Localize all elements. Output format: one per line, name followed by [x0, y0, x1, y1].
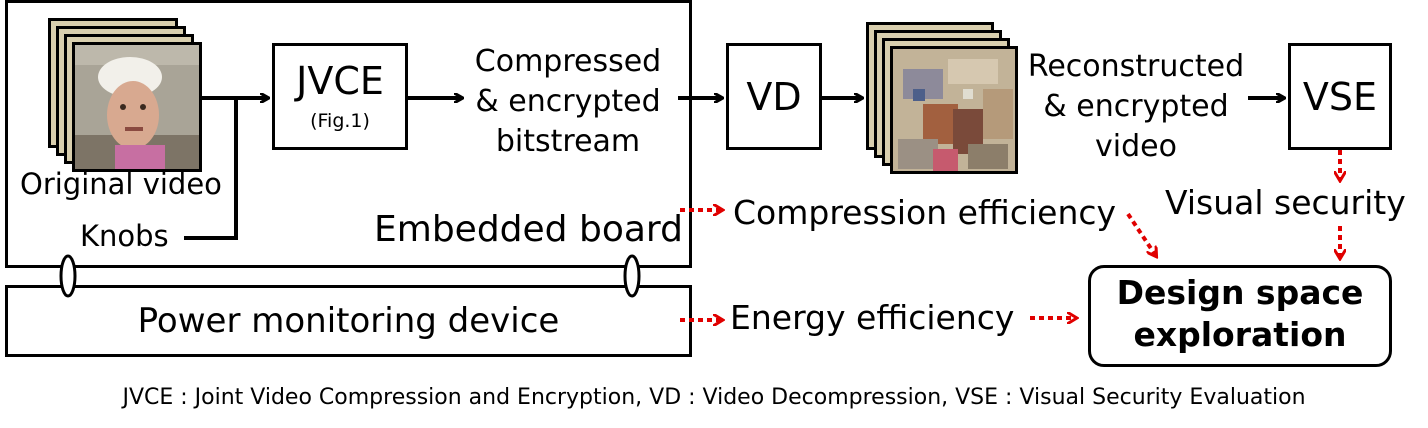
compression-efficiency-label: Compression efficiency	[733, 193, 1117, 232]
cable-oval-left	[59, 254, 77, 298]
cable-oval-right	[623, 254, 641, 298]
energy-efficiency-label: Energy efficiency	[730, 298, 1015, 337]
reconstructed-label-line3: video	[1095, 129, 1177, 164]
compressed-label-line1: Compressed	[474, 44, 662, 79]
dotted-arrow-compression-to-dse	[1126, 212, 1156, 256]
design-space-label-line2: exploration	[1133, 315, 1347, 354]
design-space-box	[1088, 265, 1392, 367]
compressed-label-line2: & encrypted	[475, 84, 661, 119]
visual-security-label: Visual security	[1165, 183, 1406, 222]
caption: JVCE : Joint Video Compression and Encry…	[122, 385, 1306, 410]
jvce-label: JVCE	[296, 59, 384, 103]
original-video-thumbnail	[72, 42, 202, 172]
vse-box	[1288, 43, 1392, 150]
original-video-label: Original video	[20, 167, 222, 201]
encrypted-frame-image	[893, 49, 1015, 171]
vse-label: VSE	[1302, 75, 1378, 119]
original-video-frames	[48, 18, 208, 178]
reconstructed-label-line1: Reconstructed	[1027, 49, 1245, 84]
reconstructed-video-frames	[866, 22, 1026, 182]
embedded-board-label: Embedded board	[374, 209, 683, 250]
design-space-label-line1: Design space	[1116, 273, 1364, 312]
power-monitoring-box	[5, 285, 692, 357]
jvce-box	[272, 43, 408, 150]
reconstructed-video-thumbnail	[890, 46, 1018, 174]
person-face-image	[75, 45, 199, 169]
compressed-label-line3: bitstream	[495, 124, 641, 159]
knobs-label: Knobs	[80, 219, 169, 253]
vd-label: VD	[746, 75, 802, 119]
jvce-figure-ref: (Fig.1)	[310, 110, 370, 132]
power-monitoring-label: Power monitoring device	[137, 301, 560, 341]
vd-box	[726, 43, 822, 150]
reconstructed-label-line2: & encrypted	[1043, 89, 1229, 124]
knobs-connector	[184, 98, 238, 240]
